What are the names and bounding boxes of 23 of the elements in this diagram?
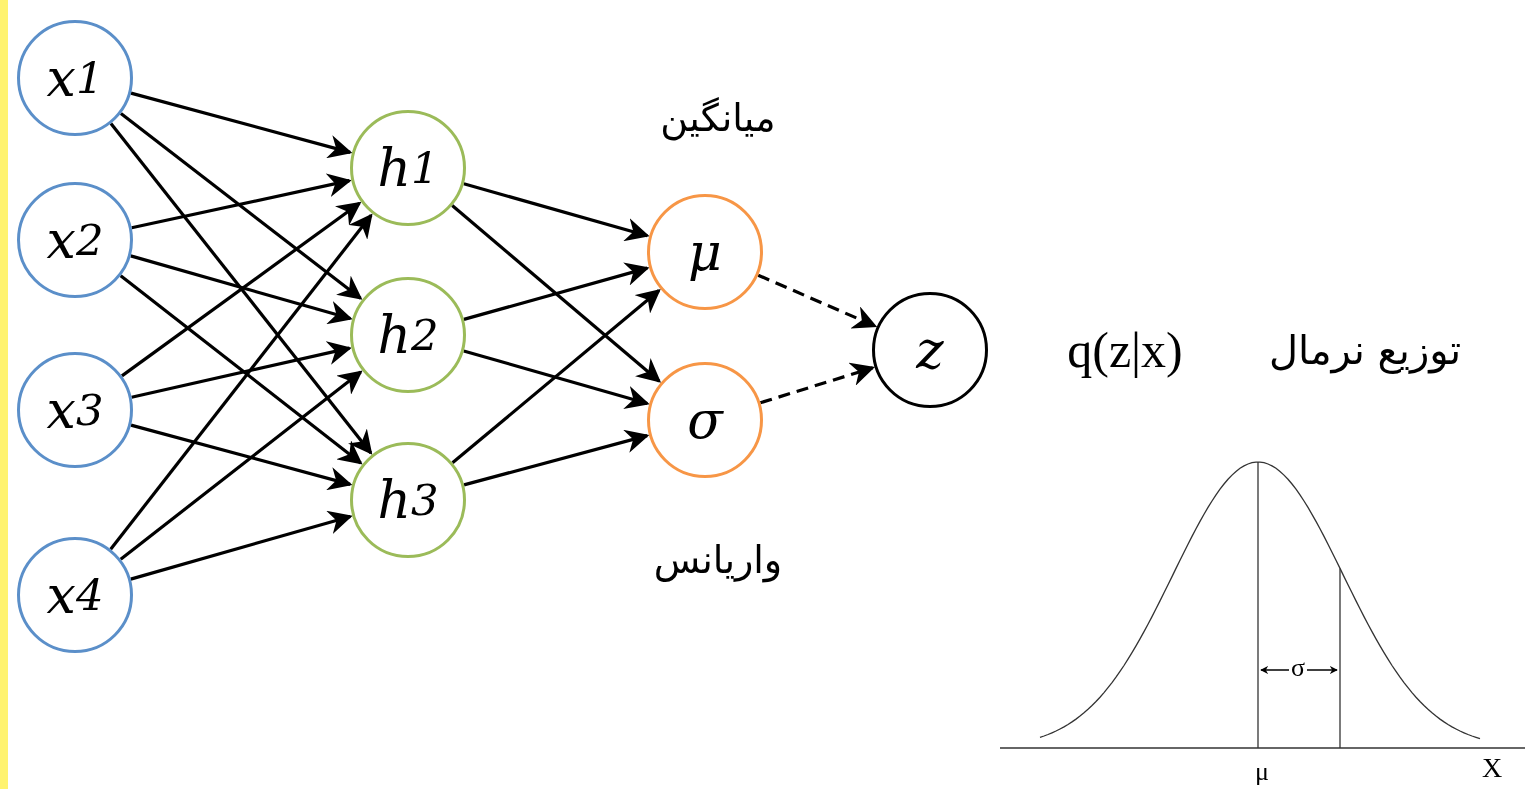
neuron-circle: z (872, 292, 988, 408)
arrow (130, 423, 353, 491)
neuron-circle: σ (647, 362, 763, 478)
arrow (109, 122, 373, 455)
arrow (119, 370, 363, 561)
neuron-circle: μ (647, 194, 763, 310)
arrow (131, 341, 352, 399)
arrow (121, 201, 362, 378)
arrow (451, 288, 661, 465)
arrow (130, 510, 353, 581)
arrow (463, 262, 650, 321)
arrow (463, 429, 650, 487)
arrow (130, 254, 353, 325)
arrow (109, 213, 373, 551)
arrow (463, 349, 650, 410)
arrow (131, 173, 352, 230)
arrow (757, 273, 878, 329)
arrow (130, 91, 353, 159)
arrow (451, 204, 662, 383)
arrow (119, 274, 363, 465)
arrow (759, 362, 875, 405)
arrow (119, 112, 363, 300)
arrow (463, 182, 650, 242)
